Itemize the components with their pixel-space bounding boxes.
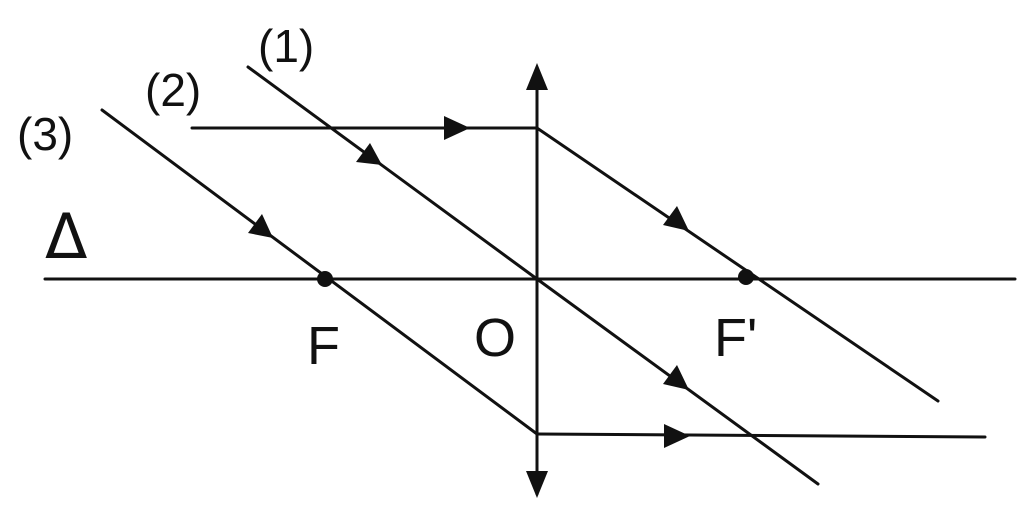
focal-point-f-prime-label: F' <box>714 308 757 368</box>
lens-bottom-arrowhead <box>526 471 548 498</box>
ray-3-emergent <box>535 432 987 439</box>
ray-3-emergent-arrow <box>664 424 690 448</box>
axis-label-delta: Δ <box>45 200 87 273</box>
optical-center-label: O <box>474 308 516 368</box>
ray-3-label: (3) <box>17 108 73 160</box>
focal-point-f-dot <box>317 271 333 287</box>
lens-top-arrowhead <box>526 63 548 90</box>
ray-1-incident <box>246 65 539 281</box>
ray-3-incident-arrow <box>248 214 273 238</box>
ray-1-incident-arrow <box>356 143 382 165</box>
ray-2-incident-arrow <box>444 116 470 140</box>
focal-point-f-prime-dot <box>738 269 754 285</box>
ray-2-label: (2) <box>145 64 201 116</box>
ray-2-emergent <box>535 126 940 403</box>
focal-point-f-label: F <box>307 316 340 376</box>
ray-1-label: (1) <box>258 20 314 72</box>
ray-1-emergent-arrow <box>663 365 689 390</box>
ray-3-incident <box>100 108 539 436</box>
ray-2-emergent-arrow <box>663 206 689 231</box>
